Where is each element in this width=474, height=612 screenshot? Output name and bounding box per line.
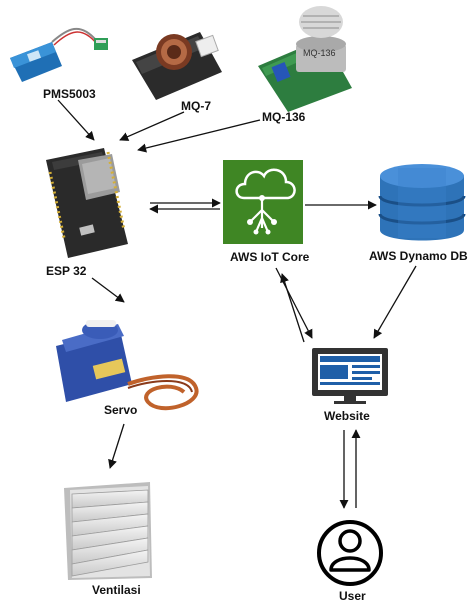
servo-motor-icon (56, 320, 199, 411)
mq7-node: MQ-7 (132, 32, 222, 113)
user-icon (317, 520, 383, 586)
arrow-mq7-to-esp32 (119, 111, 185, 141)
arrow-dynamodb-to-website (373, 265, 417, 339)
arrow-mq136-to-esp32 (137, 119, 261, 153)
pms5003-label: PMS5003 (43, 87, 96, 101)
aws-iot-node: AWS IoT Core (223, 160, 310, 264)
arrow-website-to-aws-iot (280, 273, 305, 343)
pms5003-node: PMS5003 (10, 28, 108, 101)
arrow-servo-to-ventilasi (108, 423, 125, 469)
esp32-label: ESP 32 (46, 264, 87, 278)
website-node: Website (312, 348, 388, 423)
gas-sensor-icon: MQ-136 (258, 6, 352, 112)
gas-sensor-icon (132, 32, 222, 100)
user-node: User (317, 520, 383, 603)
servo-node: Servo (56, 320, 199, 417)
website-label: Website (324, 409, 370, 423)
user-label: User (339, 589, 366, 603)
aws-iot-label: AWS IoT Core (230, 250, 310, 264)
dynamodb-label: AWS Dynamo DB (369, 249, 468, 263)
microcontroller-board-icon (46, 148, 128, 258)
mq136-node: MQ-136 MQ-136 (258, 6, 352, 124)
arrow-pms5003-to-esp32 (57, 99, 95, 141)
esp32-node: ESP 32 (46, 148, 128, 278)
monitor-icon (312, 348, 388, 404)
servo-label: Servo (104, 403, 137, 417)
mq7-label: MQ-7 (181, 99, 211, 113)
ventilasi-node: Ventilasi (64, 482, 152, 597)
mq136-label: MQ-136 (262, 110, 306, 124)
aws-iot-core-icon (223, 160, 303, 244)
mq136-chip-text: MQ-136 (303, 48, 336, 58)
particulate-sensor-icon (10, 28, 108, 82)
arrow-aws-iot-to-website (275, 267, 313, 339)
ventilasi-label: Ventilasi (92, 583, 141, 597)
dynamodb-node: AWS Dynamo DB (369, 164, 468, 263)
arrow-esp32-to-servo (91, 277, 125, 303)
dynamodb-icon (378, 164, 466, 241)
ventilation-louver-icon (64, 482, 152, 580)
